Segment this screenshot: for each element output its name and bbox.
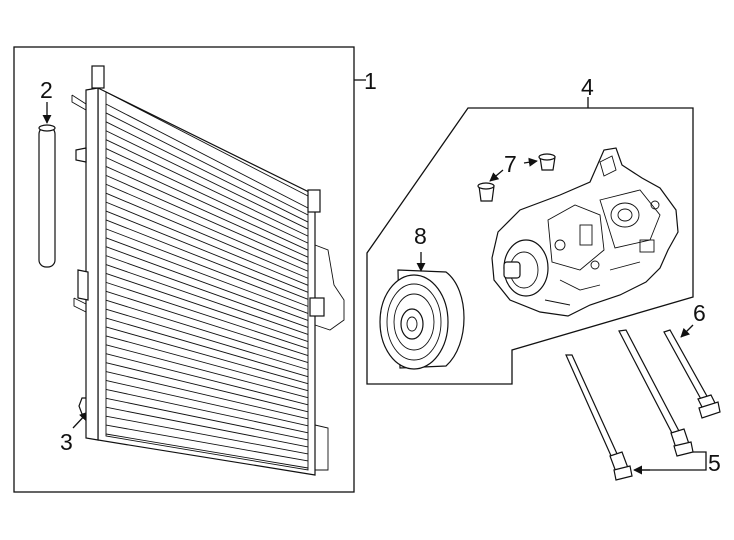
callout-5-bracket	[640, 451, 707, 471]
callout-5: 5	[708, 450, 721, 476]
callout-7-arrow-right	[523, 157, 538, 167]
condenser-fin	[105, 415, 309, 455]
condenser-fin	[105, 424, 309, 462]
condenser-fin	[105, 273, 309, 342]
condenser-fin	[105, 183, 309, 272]
o-ring-seals	[477, 153, 556, 202]
callout-7-arrow-left	[489, 169, 504, 182]
mounting-bolt-short	[663, 329, 721, 419]
condenser-fin	[105, 281, 309, 349]
condenser-fin	[105, 228, 309, 307]
condenser-core	[71, 65, 345, 476]
mounting-bolt-1	[565, 354, 633, 481]
condenser-fin	[105, 255, 309, 328]
condenser-fin	[105, 335, 309, 392]
condenser-fin	[105, 121, 309, 223]
condenser-fin	[105, 380, 309, 427]
condenser-fin	[105, 166, 309, 258]
condenser-fin	[105, 192, 309, 279]
condenser-group-box	[13, 46, 355, 493]
condenser-fin	[105, 139, 309, 237]
condenser-fin	[105, 308, 309, 371]
condenser-fin	[105, 299, 309, 364]
condenser-fin	[105, 344, 309, 399]
condenser-fin	[105, 371, 309, 420]
condenser-fin	[105, 290, 309, 356]
compressor-group-box	[366, 107, 694, 385]
condenser-fin	[105, 210, 309, 293]
condenser-fin	[105, 148, 309, 244]
condenser-fin	[105, 397, 309, 441]
condenser-fin	[105, 219, 309, 300]
callout-4: 4	[581, 74, 594, 100]
condenser-fin	[105, 246, 309, 321]
condenser-fin	[105, 326, 309, 385]
ac-compressor	[491, 147, 679, 317]
condenser-fin	[105, 362, 309, 413]
mounting-bolt-2	[618, 329, 694, 457]
callout-2: 2	[40, 77, 53, 103]
callout-1: 1	[364, 68, 377, 94]
condenser-fin	[105, 317, 309, 378]
condenser-fin	[105, 388, 309, 434]
condenser-fin	[105, 353, 309, 406]
callout-6: 6	[693, 300, 706, 326]
condenser-fin	[105, 406, 309, 448]
callout-6-arrow	[680, 324, 694, 338]
callout-8: 8	[414, 223, 427, 249]
condenser-fin	[105, 130, 309, 230]
condenser-fin	[105, 157, 309, 251]
clutch-pulley	[379, 269, 465, 370]
callout-7: 7	[504, 151, 517, 177]
receiver-drier	[38, 124, 56, 268]
condenser-fin	[105, 237, 309, 314]
condenser-fin	[105, 174, 309, 265]
condenser-fin	[105, 112, 309, 216]
condenser-fin	[105, 201, 309, 286]
condenser-fin	[105, 433, 309, 469]
callout-3: 3	[60, 429, 73, 455]
condenser-fin	[105, 264, 309, 335]
condenser-fin	[105, 103, 309, 209]
